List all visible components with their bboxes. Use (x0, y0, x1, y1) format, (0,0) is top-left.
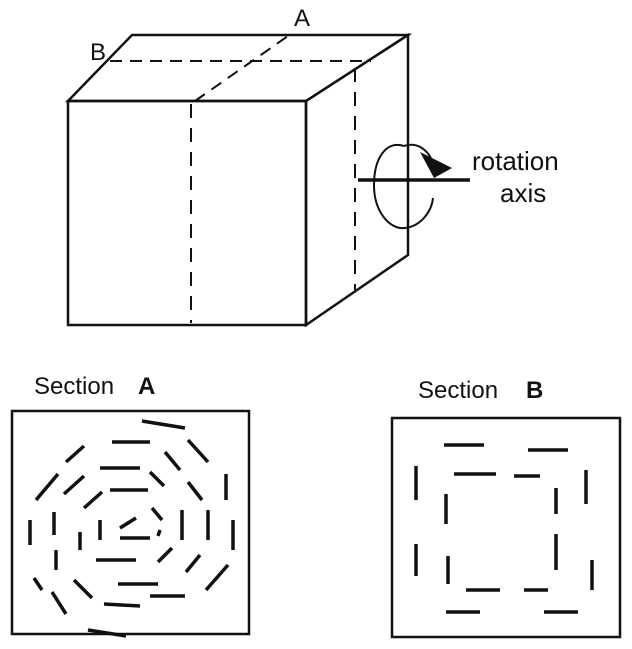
section-a-title-letter: A (138, 373, 155, 400)
axis-label: axis (500, 178, 546, 208)
dash-mark (62, 474, 86, 496)
dash-mark (186, 480, 204, 502)
dash-mark (72, 578, 94, 600)
dash-mark (156, 546, 174, 564)
dash-mark (150, 506, 164, 522)
dash-mark (163, 450, 182, 472)
section-a-top-dash (194, 35, 289, 102)
section-a-marks (28, 419, 235, 638)
dash-mark (186, 438, 210, 464)
rotation-label: rotation (472, 146, 559, 176)
edge-label-b: B (90, 39, 106, 66)
dash-mark (156, 529, 162, 537)
dash-mark (103, 602, 141, 608)
section-b-marks (414, 443, 594, 614)
section-a-frame (10, 409, 251, 636)
rotation-loop-top (403, 143, 433, 161)
dash-mark (119, 516, 137, 530)
edge-label-a: A (294, 5, 310, 32)
dash-mark (82, 490, 104, 510)
rotation-axis: rotation axis (358, 143, 559, 230)
section-a: Section A (10, 373, 251, 638)
dash-mark (87, 628, 127, 638)
dash-mark (32, 577, 44, 591)
section-b: Section B (390, 377, 622, 639)
section-b-frame (390, 416, 622, 639)
rotation-loop (372, 143, 434, 230)
cube (65, 32, 413, 328)
cube-front-face (66, 99, 308, 327)
dash-mark (64, 444, 86, 464)
rotation-arrowhead (420, 152, 452, 178)
dash-mark (148, 470, 166, 488)
dash-mark (204, 563, 230, 592)
dash-mark (141, 419, 186, 430)
section-a-title-word: Section (34, 373, 114, 400)
section-b-title-word: Section (418, 377, 498, 404)
cube-right-face (304, 32, 410, 328)
dash-mark (50, 591, 68, 615)
dash-mark (184, 553, 202, 574)
section-b-title-letter: B (526, 377, 543, 404)
dash-mark (34, 472, 60, 502)
